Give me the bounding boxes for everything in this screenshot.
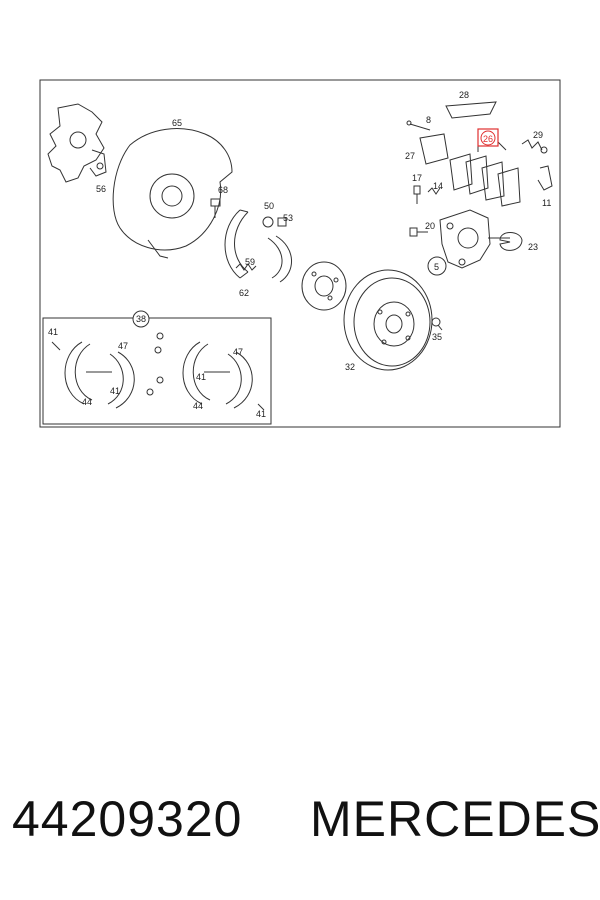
callout-47-a: 47 xyxy=(118,341,128,351)
callout-5: 5 xyxy=(434,262,439,272)
bolt-68-part xyxy=(210,198,221,218)
callout-44-a: 44 xyxy=(82,397,92,407)
screw-35-part xyxy=(431,317,443,331)
product-footer: 44209320 MERCEDES xyxy=(0,790,600,870)
callout-41-a: 41 xyxy=(48,327,58,337)
callout-26: 26 xyxy=(483,134,493,144)
shim-plate-part xyxy=(419,133,449,165)
clip-11-part xyxy=(537,165,553,191)
anti-rattle-spring-part xyxy=(445,101,497,119)
shoe-set-left xyxy=(64,341,135,409)
highlight-circle-26 xyxy=(480,130,496,146)
callout-65: 65 xyxy=(172,118,182,128)
callout-27: 27 xyxy=(405,151,415,161)
hub-part xyxy=(301,261,347,311)
callout-8: 8 xyxy=(426,115,431,125)
callout-41-b: 41 xyxy=(110,386,120,396)
brake-disc-part xyxy=(343,269,433,371)
adjuster-part xyxy=(262,216,287,228)
callout-circle-5 xyxy=(427,256,447,276)
callout-56: 56 xyxy=(96,184,106,194)
brake-pad-set-part xyxy=(449,141,521,207)
highlight-box-26 xyxy=(477,128,499,147)
callout-50: 50 xyxy=(264,201,274,211)
caliper-part xyxy=(439,209,510,269)
callout-53: 53 xyxy=(283,213,293,223)
callout-38: 38 xyxy=(136,314,146,324)
callout-17: 17 xyxy=(412,173,422,183)
callout-11: 11 xyxy=(542,198,551,208)
shoe-set-right xyxy=(182,341,253,409)
callout-62: 62 xyxy=(239,288,249,298)
callout-68: 68 xyxy=(218,185,228,195)
spring-62-part xyxy=(235,263,257,271)
callout-59: 59 xyxy=(245,257,255,267)
callout-20: 20 xyxy=(425,221,435,231)
shoe-hardware-part xyxy=(51,332,265,411)
callout-41-d: 41 xyxy=(256,409,266,419)
pin-8-part xyxy=(406,120,431,131)
callout-41-c: 41 xyxy=(196,372,206,382)
callout-14: 14 xyxy=(433,181,443,191)
callout-23: 23 xyxy=(528,242,538,252)
brake-parts-diagram: 65 56 68 50 53 59 62 28 8 27 26 29 11 17… xyxy=(39,79,561,428)
callout-35: 35 xyxy=(432,332,442,342)
callout-47-b: 47 xyxy=(233,347,243,357)
guide-bolt-part xyxy=(413,185,441,204)
parking-brake-shoe-part xyxy=(224,209,292,283)
diagram-frame xyxy=(39,79,561,428)
callout-32: 32 xyxy=(345,362,355,372)
bolt-20-part xyxy=(409,227,428,237)
shoe-kit-frame xyxy=(42,317,272,425)
part-number: 44209320 xyxy=(12,791,243,847)
callout-44-b: 44 xyxy=(193,401,203,411)
callout-circle-38 xyxy=(132,310,150,328)
callout-29: 29 xyxy=(533,130,543,140)
callout-28: 28 xyxy=(459,90,469,100)
knuckle-part xyxy=(47,103,107,183)
backing-plate-part xyxy=(112,128,233,259)
caliper-bracket-part xyxy=(499,232,523,251)
brand-name: MERCEDES xyxy=(310,791,600,847)
wear-sensor-part xyxy=(521,139,548,154)
